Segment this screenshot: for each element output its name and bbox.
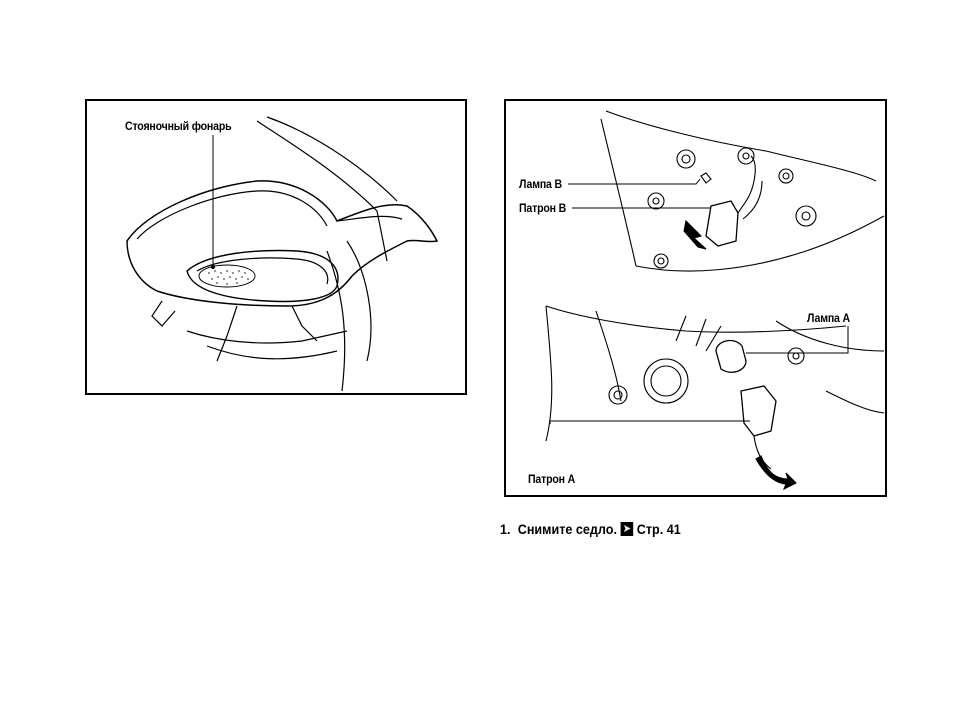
leader-lines — [550, 179, 848, 424]
page-reference-link[interactable]: Стр. 41 — [637, 521, 681, 537]
figure-parking-light: Стояночный фонарь — [85, 99, 467, 395]
bulb-b-label: Лампа B — [519, 177, 562, 191]
bulb-sockets-illustration — [506, 101, 885, 495]
bulb-a-label: Лампа A — [807, 311, 850, 325]
parking-light-label: Стояночный фонарь — [125, 119, 231, 133]
page-reference-arrow-icon: ➤ — [621, 522, 634, 536]
instruction-step-1: 1. Снимите седло. ➤ Стр. 41 — [500, 521, 681, 537]
parking-light-illustration — [87, 101, 465, 393]
figure-bulb-sockets: Лампа B Патрон B Лампа A Патрон A — [504, 99, 887, 497]
socket-b-label: Патрон B — [519, 201, 566, 215]
step-number: 1. — [500, 521, 511, 537]
parking-light-lens-highlight — [199, 265, 255, 287]
socket-a-label: Патрон A — [528, 472, 575, 486]
step-text: Снимите седло. — [518, 521, 617, 537]
